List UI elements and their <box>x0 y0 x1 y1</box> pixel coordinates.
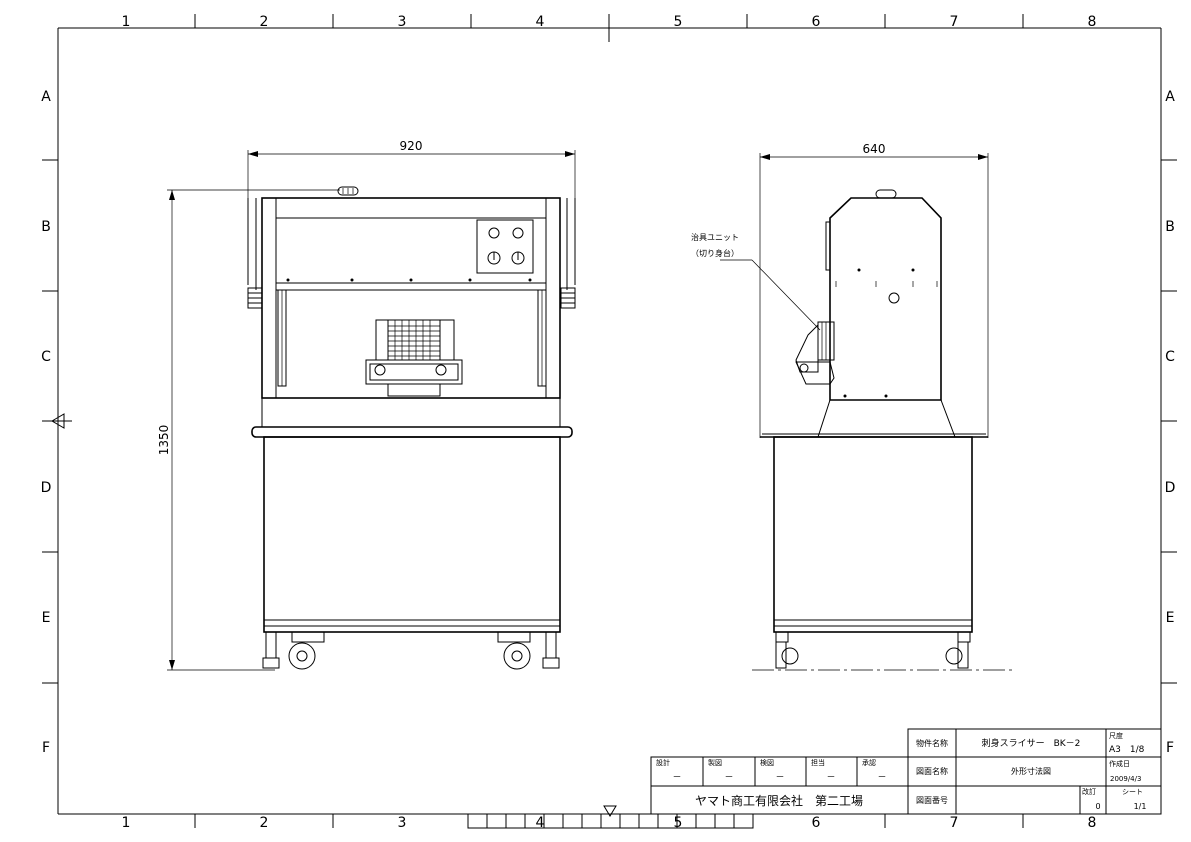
revision-value: 0 <box>1095 802 1100 811</box>
front-height-label: 1350 <box>157 425 171 456</box>
row-left-b: B <box>41 219 51 235</box>
row-right-c: C <box>1165 349 1175 365</box>
control-panel <box>476 219 534 274</box>
row-right-a: A <box>1165 89 1175 105</box>
slicer-unit <box>365 319 463 397</box>
col-top-7: 7 <box>950 14 959 30</box>
col-bottom-3: 3 <box>398 815 407 831</box>
sheet-value: 1/1 <box>1134 802 1147 811</box>
approval-value-design: － <box>672 773 681 783</box>
revision-label: 改訂 <box>1082 787 1096 796</box>
col-bottom-8: 8 <box>1088 815 1097 831</box>
number-label: 図面番号 <box>916 795 948 805</box>
scale-label: 尺度 <box>1109 731 1123 740</box>
col-top-8: 8 <box>1088 14 1097 30</box>
product-label: 物件名称 <box>916 738 948 748</box>
row-left-f: F <box>42 740 50 756</box>
title-block: 設計 製図 検図 担当 承認 － － － － － ヤマト商工有限会社 第二工場 … <box>650 728 1162 815</box>
jig-unit <box>795 321 835 385</box>
col-top-2: 2 <box>260 14 269 30</box>
approval-value-approve: － <box>877 773 886 783</box>
width-dimension-front: 920 <box>247 139 576 198</box>
jig-label-1: 治具ユニット <box>691 232 739 242</box>
col-bottom-5: 5 <box>674 815 683 831</box>
side-width-label: 640 <box>863 142 886 156</box>
approval-value-charge: － <box>826 773 835 783</box>
col-top-3: 3 <box>398 14 407 30</box>
row-left-a: A <box>41 89 51 105</box>
sheet-label: シート <box>1122 788 1143 796</box>
row-right-f: F <box>1166 740 1174 756</box>
col-bottom-7: 7 <box>950 815 959 831</box>
approval-header-check: 検図 <box>760 758 774 767</box>
outer-frame <box>42 14 1177 829</box>
front-width-label: 920 <box>400 139 423 153</box>
row-left-d: D <box>41 480 52 496</box>
col-bottom-1: 1 <box>122 815 131 831</box>
zone-labels: 1 2 3 4 5 6 7 8 1 2 3 4 5 6 7 8 A B C D … <box>41 14 1176 831</box>
row-left-e: E <box>42 610 51 626</box>
width-dimension-side: 640 <box>759 142 989 438</box>
drawing-label: 図面名称 <box>916 766 948 776</box>
front-casters <box>262 631 560 670</box>
col-bottom-2: 2 <box>260 815 269 831</box>
date-label: 作成日 <box>1109 759 1130 768</box>
col-top-5: 5 <box>674 14 683 30</box>
col-top-1: 1 <box>122 14 131 30</box>
col-top-6: 6 <box>812 14 821 30</box>
company-name: ヤマト商工有限会社 第二工場 <box>695 793 863 808</box>
product-name: 刺身スライサー BK－2 <box>982 737 1081 749</box>
approval-value-check: － <box>775 773 784 783</box>
approval-header-charge: 担当 <box>811 758 825 767</box>
col-bottom-4: 4 <box>536 815 545 831</box>
side-casters <box>775 631 971 669</box>
row-right-e: E <box>1166 610 1175 626</box>
row-right-d: D <box>1165 480 1176 496</box>
approval-header-draft: 製図 <box>708 758 722 767</box>
date-value: 2009/4/3 <box>1110 775 1141 783</box>
row-left-c: C <box>41 349 51 365</box>
approval-header-design: 設計 <box>656 758 670 767</box>
drawing-name: 外形寸法図 <box>1011 766 1051 776</box>
scale-value: A3 1/8 <box>1109 745 1145 755</box>
jig-label-2: （切り身台） <box>691 248 739 258</box>
front-view: 920 1350 <box>157 139 576 671</box>
height-dimension-front: 1350 <box>157 189 340 671</box>
approval-value-draft: － <box>724 773 733 783</box>
approval-header-approve: 承認 <box>862 758 876 767</box>
side-view: 640 治具ユニット （切り身台） <box>691 142 1016 671</box>
row-right-b: B <box>1165 219 1175 235</box>
col-top-4: 4 <box>536 14 545 30</box>
col-bottom-6: 6 <box>812 815 821 831</box>
